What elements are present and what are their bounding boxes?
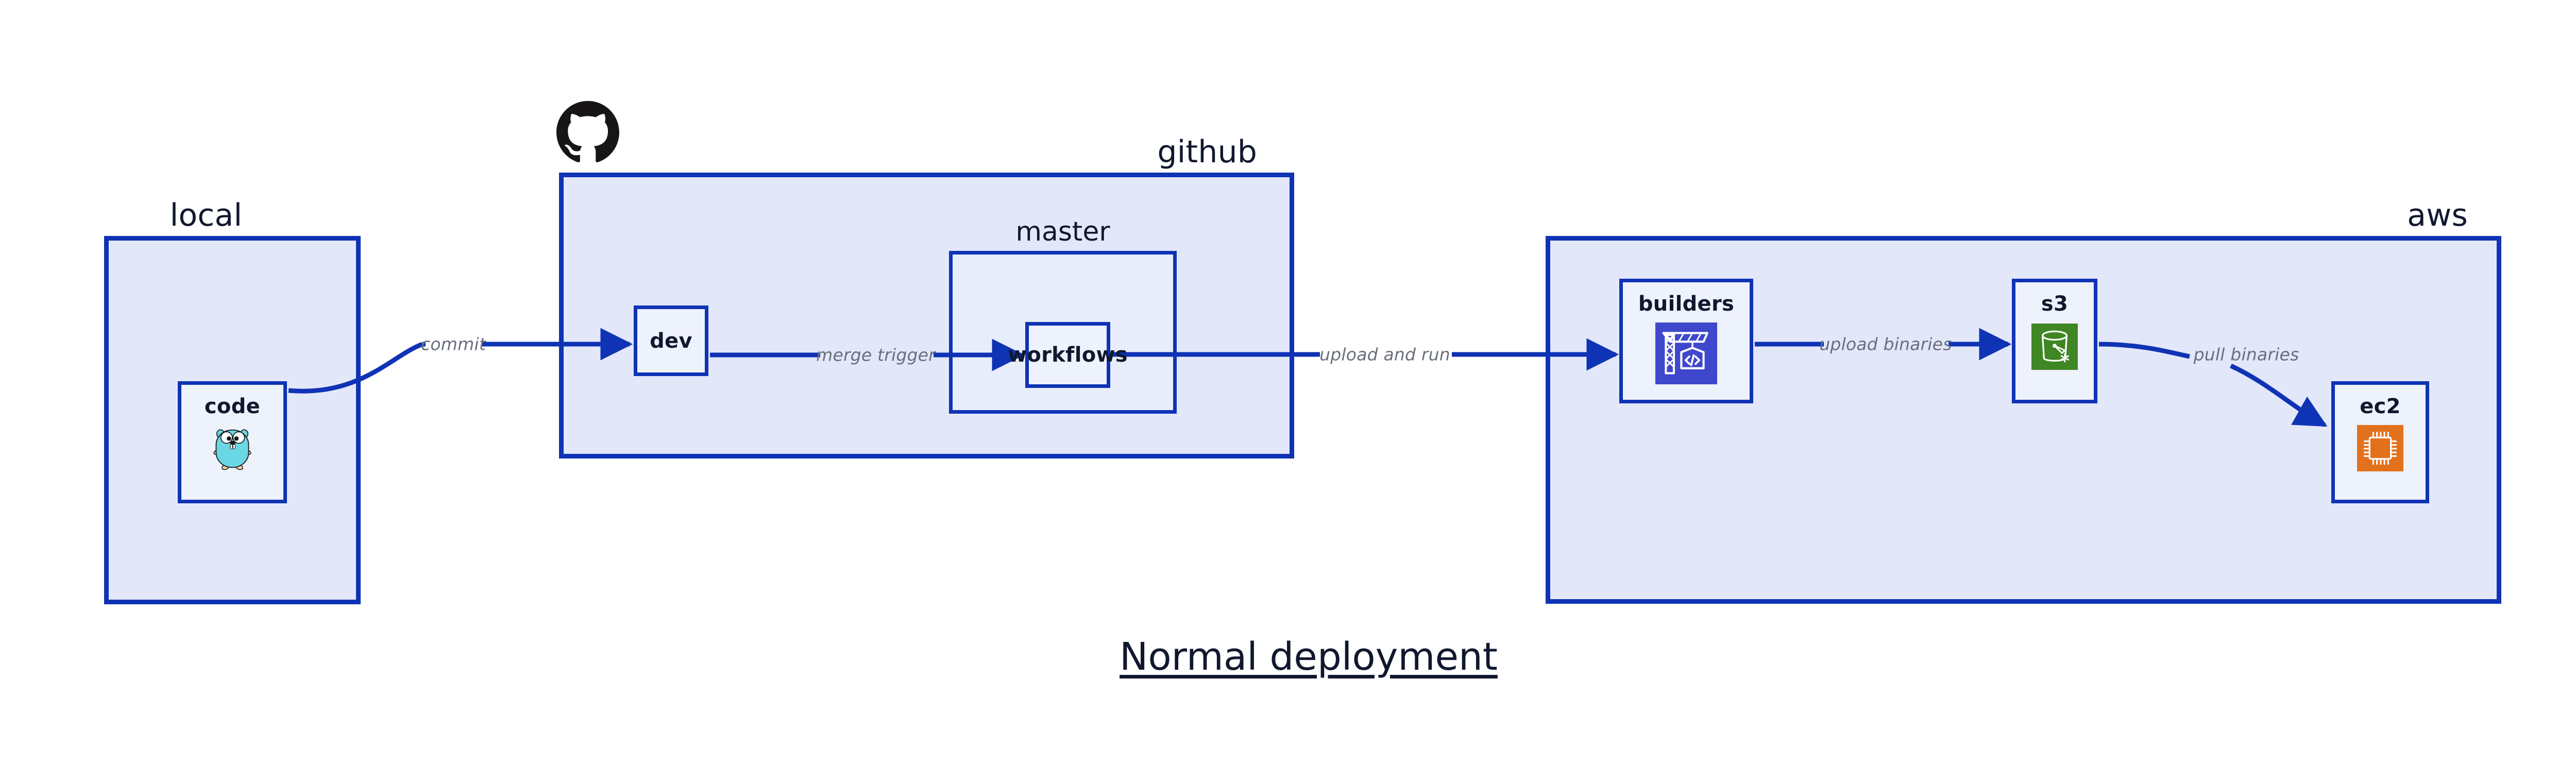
node-label-builders: builders (1638, 292, 1735, 316)
node-builders[interactable]: builders (1619, 279, 1753, 403)
node-dev[interactable]: dev (634, 305, 708, 376)
node-ec2[interactable]: ec2 (2331, 381, 2429, 503)
aws-s3-icon (2031, 324, 2078, 372)
group-label-aws: aws (2407, 197, 2468, 233)
edge-label-upload-and-run: upload and run (1319, 344, 1450, 365)
aws-ec2-icon (2357, 425, 2403, 473)
node-label-workflows: workflows (1008, 343, 1128, 367)
go-gopher-icon (209, 424, 256, 473)
edge-label-pull-binaries: pull binaries (2193, 344, 2299, 365)
github-octocat-icon (556, 101, 619, 164)
aws-codebuild-icon (1655, 322, 1717, 386)
node-s3[interactable]: s3 (2012, 279, 2097, 403)
node-code[interactable]: code (178, 381, 287, 503)
node-label-s3: s3 (2041, 292, 2069, 316)
node-label-dev: dev (650, 329, 692, 353)
node-label-code: code (204, 395, 261, 418)
edge-label-commit: commit (421, 334, 486, 354)
edge-label-merge-trigger: merge trigger (816, 345, 936, 365)
group-label-github: github (1157, 134, 1257, 170)
node-workflows[interactable]: workflows (1008, 322, 1128, 388)
subgroup-label-master: master (1015, 216, 1110, 247)
group-label-local: local (170, 197, 243, 233)
edge-label-upload-binaries: upload binaries (1819, 334, 1952, 354)
node-label-ec2: ec2 (2360, 395, 2401, 418)
diagram-title: Normal deployment (1120, 635, 1498, 679)
